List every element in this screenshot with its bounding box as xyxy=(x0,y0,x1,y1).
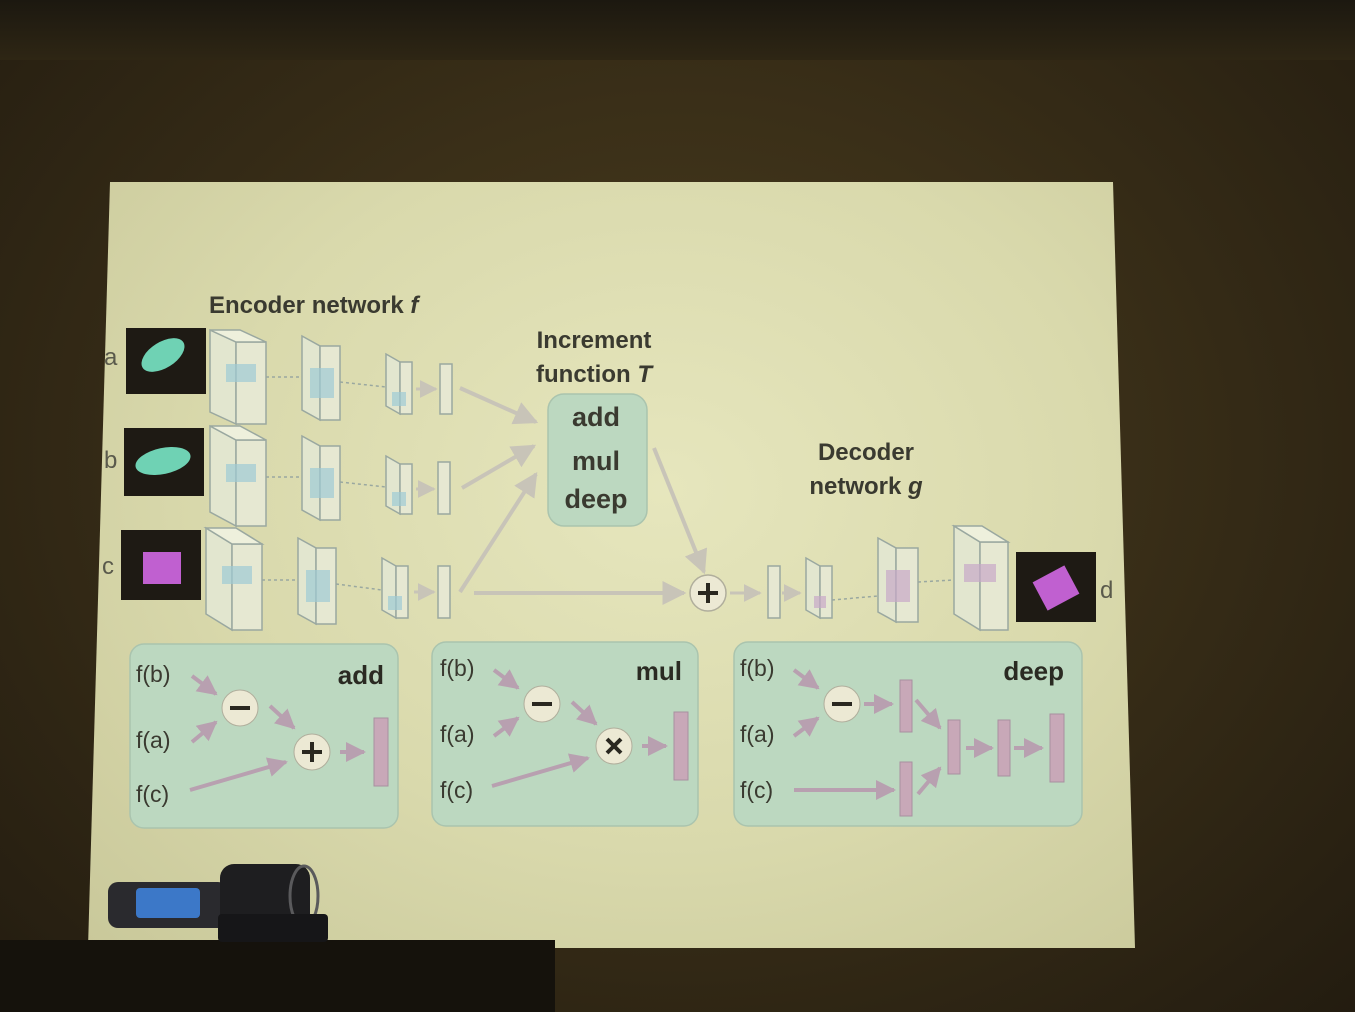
panel-mul-feature-bar xyxy=(673,711,689,781)
input-image-c xyxy=(121,530,201,600)
panel-add-fb: f(b) xyxy=(136,661,171,687)
panel-deep-bar-4 xyxy=(997,719,1011,777)
increment-title-line1: Increment xyxy=(537,327,652,354)
panel-deep-title: deep xyxy=(1003,656,1064,686)
panel-add-feature-bar xyxy=(373,717,389,787)
panel-mul-fa: f(a) xyxy=(440,721,475,747)
decoder-title-line1: Decoder xyxy=(818,439,914,466)
input-label-b: b xyxy=(104,447,117,474)
arrows-to-increment xyxy=(458,386,708,605)
panel-mul: mul f(b) f(a) f(c) xyxy=(431,641,699,827)
panel-deep: deep f(b) f(a) f(c) xyxy=(733,641,1083,827)
output-label-d: d xyxy=(1100,577,1113,604)
foreground-desk xyxy=(0,940,555,1012)
output-image-d xyxy=(1016,552,1096,622)
room-ceiling xyxy=(0,0,1355,60)
increment-op-deep: deep xyxy=(564,484,627,514)
encoder-title: Encoder network f xyxy=(209,292,420,319)
panel-deep-bar-2 xyxy=(899,761,913,817)
increment-op-add: add xyxy=(572,402,620,432)
encoder-row-b xyxy=(209,424,451,528)
panel-deep-fb: f(b) xyxy=(740,655,775,681)
panel-mul-title: mul xyxy=(636,656,682,686)
panel-deep-bar-1 xyxy=(899,679,913,733)
input-image-b xyxy=(124,428,204,496)
panel-mul-fc: f(c) xyxy=(440,777,473,803)
plus-node xyxy=(689,574,727,612)
panel-deep-fc: f(c) xyxy=(740,777,773,803)
panel-deep-bar-3 xyxy=(947,719,961,775)
panel-add-fa: f(a) xyxy=(136,727,171,753)
panel-add-title: add xyxy=(338,660,384,690)
decoder-network xyxy=(730,524,1011,632)
increment-title-line2: function T xyxy=(536,361,654,388)
panel-mul-fb: f(b) xyxy=(440,655,475,681)
panel-add-fc: f(c) xyxy=(136,781,169,807)
input-label-a: a xyxy=(104,344,118,371)
panel-add: add f(b) f(a) f(c) xyxy=(129,643,399,829)
increment-function-box: add mul deep xyxy=(547,393,648,527)
panel-deep-bar-5 xyxy=(1049,713,1065,783)
input-image-a xyxy=(126,328,206,394)
encoder-row-c xyxy=(203,526,451,632)
input-label-c: c xyxy=(102,553,114,580)
camcorder xyxy=(108,864,328,942)
decoder-title-line2: network g xyxy=(809,473,923,500)
slide-diagram: Encoder network f a b c d xyxy=(102,292,1113,829)
panel-deep-fa: f(a) xyxy=(740,721,775,747)
increment-op-mul: mul xyxy=(572,446,620,476)
encoder-row-a xyxy=(209,328,453,426)
